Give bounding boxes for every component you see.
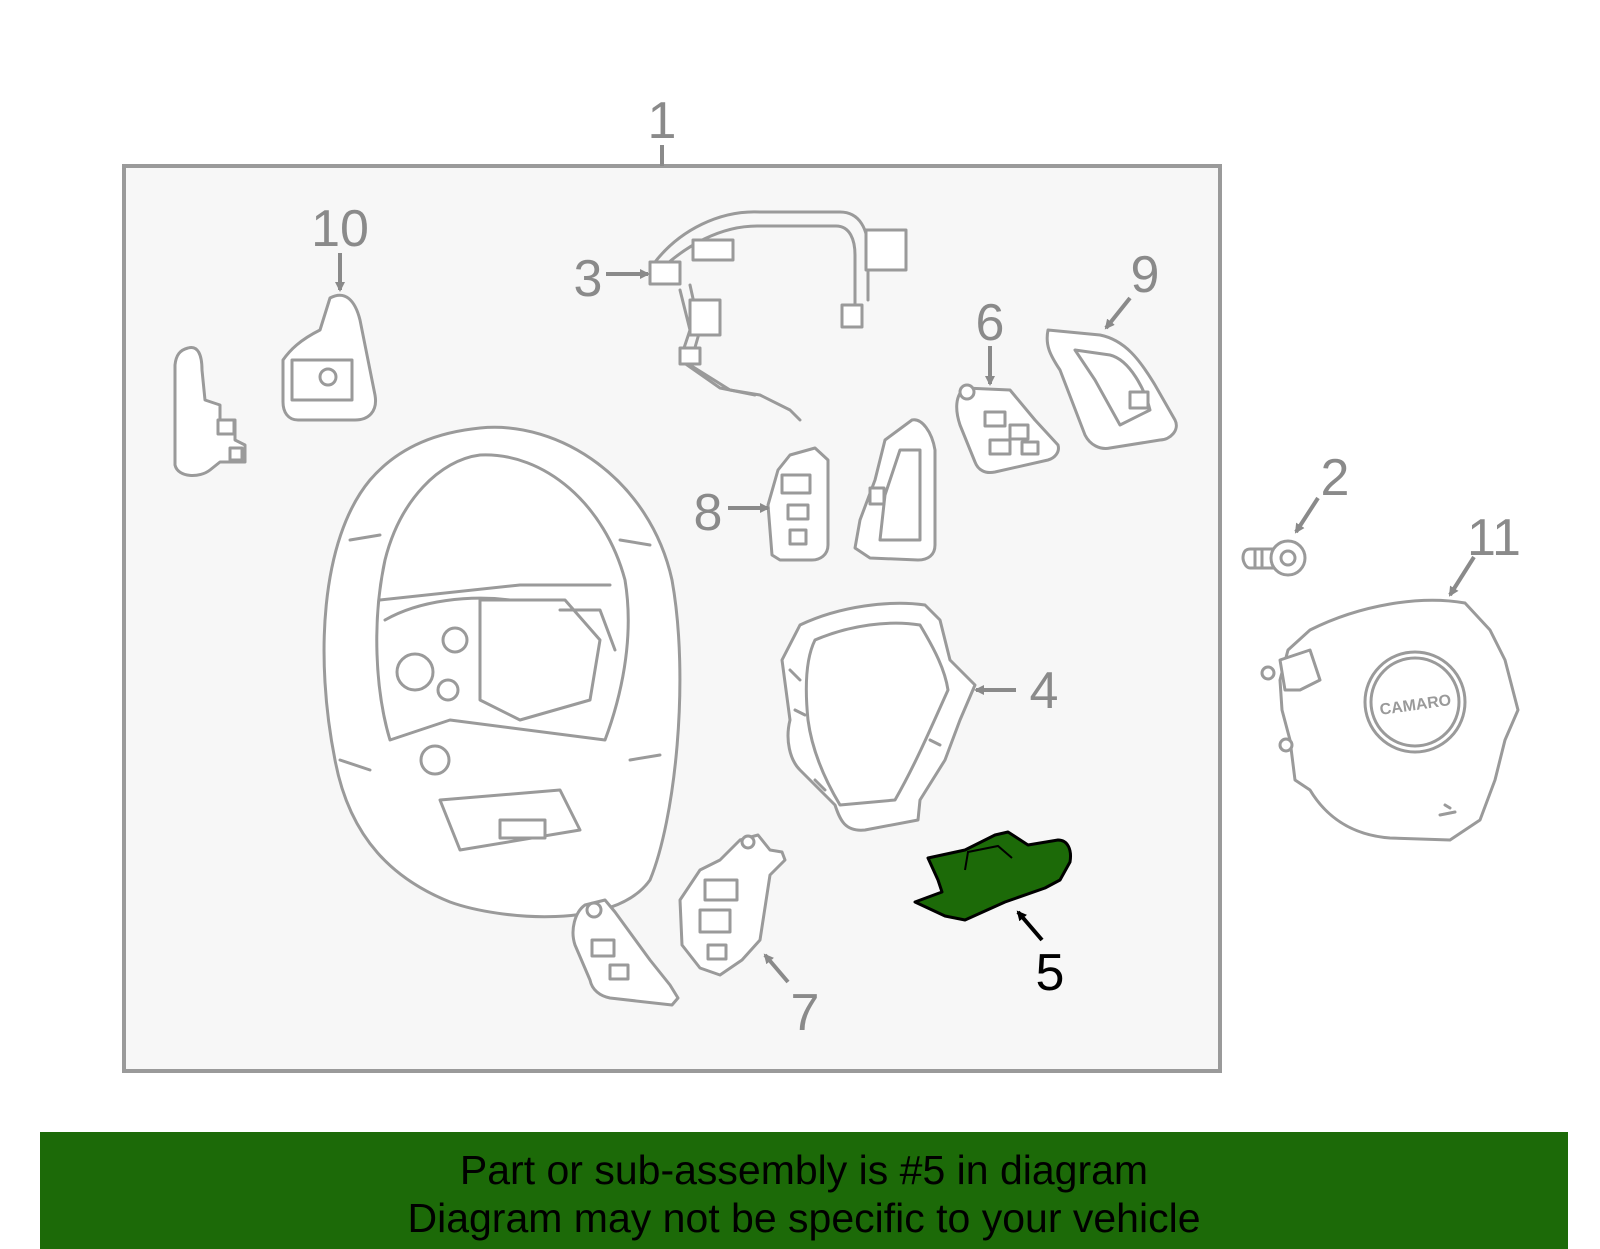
paddle-left[interactable] [173,345,247,477]
trim-4[interactable] [780,601,977,832]
callout-6[interactable]: 6 [976,294,1005,352]
switch-bezel[interactable] [853,418,937,562]
callout-4[interactable]: 4 [1030,662,1059,720]
callout-5[interactable]: 5 [1036,944,1065,1002]
info-banner: Part or sub-assembly is #5 in diagram Di… [40,1132,1568,1249]
switch-6[interactable] [955,383,1060,474]
switch-8[interactable] [766,446,830,562]
paddle-10[interactable] [281,293,378,422]
callout-1[interactable]: 1 [648,92,677,150]
cover-5-highlighted[interactable] [913,830,1072,922]
callout-10[interactable]: 10 [311,200,369,258]
banner-line-1: Part or sub-assembly is #5 in diagram [459,1147,1149,1193]
callout-7[interactable]: 7 [791,984,820,1042]
bolt-2[interactable] [1241,539,1307,577]
bezel-9[interactable] [1045,328,1178,450]
callout-3[interactable]: 3 [574,250,603,308]
airbag-11[interactable]: CAMARO [1260,598,1520,842]
callout-11[interactable]: 11 [1467,509,1521,567]
callout-9[interactable]: 9 [1131,246,1160,304]
callout-8[interactable]: 8 [694,484,723,542]
steering-wheel[interactable] [322,425,682,919]
parts-diagram: 1 3 10 [122,92,1521,1073]
banner-line-2: Diagram may not be specific to your vehi… [407,1195,1201,1241]
switch-7b[interactable] [571,898,680,1007]
callout-2[interactable]: 2 [1321,449,1350,507]
wiring-harness-3[interactable] [648,210,908,422]
switch-7[interactable] [678,833,787,977]
